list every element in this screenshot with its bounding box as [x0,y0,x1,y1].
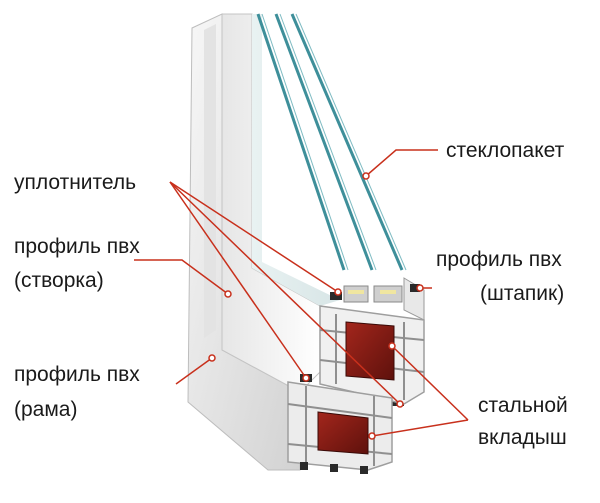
label-sash-line2: (створка) [14,269,104,292]
frame-chamber-walls [287,386,393,466]
leader-frame [175,357,213,385]
window-illustration [187,13,425,474]
glass-pane-2 [274,13,374,271]
leader-lines [134,149,469,437]
frame-feet [300,462,368,474]
label-bead-line1: профиль пвх [436,248,562,271]
sash-profile-face [221,13,321,393]
leader-dots [208,172,424,440]
spacer-dots-left [348,290,364,294]
label-frame-line1: профиль пвх [14,363,140,386]
leader-steel-1 [391,345,469,421]
steel-insert-frame [317,411,369,455]
steel-insert-sash [345,321,395,381]
glass-pane-3 [290,13,404,271]
glass-pane-1 [256,13,346,271]
leader-seal-3 [169,181,401,405]
leader-glass-unit [365,149,438,177]
label-seal: уплотнитель [14,171,136,194]
spacer-dots-right [380,290,396,294]
label-bead-line2: (штапик) [480,282,564,305]
glass-pane-edges [261,13,407,271]
gasket-top-right [410,284,420,292]
leader-seal-1 [169,181,339,293]
leader-seal-2 [169,181,307,379]
frame-inner-edge [204,24,216,338]
gasket-top-left [330,292,342,300]
label-steel-line1: стальной [478,394,568,417]
label-steel-line2: вкладыш [478,426,567,449]
glass-panes [256,13,404,271]
label-sash-line1: профиль пвх [14,235,140,258]
label-frame-line2: (рама) [14,398,77,421]
leader-steel-2 [371,419,469,437]
leader-sash [134,259,229,295]
labels: стеклопакет уплотнитель профиль пвх (ств… [14,139,568,449]
label-glass-unit: стеклопакет [446,139,565,162]
glass-area [252,14,340,306]
